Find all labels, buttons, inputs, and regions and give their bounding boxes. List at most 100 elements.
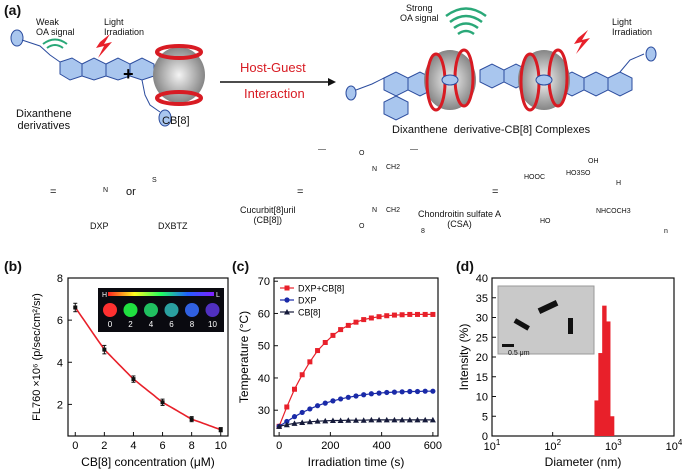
data-point	[322, 400, 328, 406]
data-point	[189, 417, 194, 422]
data-point	[353, 393, 359, 399]
data-point	[407, 388, 413, 395]
plus-sign: +	[123, 64, 134, 84]
data-point	[353, 319, 359, 325]
data-point	[345, 322, 351, 328]
inset-tick-label: 6	[169, 320, 174, 329]
data-point	[338, 396, 344, 402]
glycoluril-subscript-8: 8	[421, 228, 425, 235]
csa-oh: OH	[588, 158, 599, 165]
tem-inset	[497, 285, 595, 355]
y-tick-label: 25	[476, 332, 488, 344]
data-point	[399, 312, 405, 318]
y-tick-label: 10	[476, 392, 488, 404]
y-tick-label: 4	[57, 357, 63, 369]
plot-frame	[273, 277, 439, 437]
data-point	[353, 417, 359, 423]
fluorescence-well	[185, 303, 199, 317]
data-point	[414, 388, 421, 395]
x-axis-label: Irradiation time (s)	[308, 455, 405, 469]
data-point	[368, 391, 374, 397]
glycoluril-ch2-2: CH2	[386, 207, 401, 214]
legend-marker	[284, 285, 290, 291]
x-axis-label: CB[8] concentration (μM)	[81, 455, 215, 469]
csa-ho3so: HO3SO	[566, 170, 591, 177]
panel-a-illustration: +	[10, 7, 657, 150]
data-point	[314, 403, 321, 409]
csa-ho: HO	[540, 218, 551, 225]
dxp-label: DXP	[90, 221, 109, 231]
equals-sign-1: =	[50, 186, 57, 198]
data-point	[329, 417, 336, 424]
inset-tick-label: 4	[149, 320, 154, 329]
strong-signal-wave-icon	[445, 7, 487, 36]
data-point	[283, 421, 290, 428]
light-irradiation-right: Light Irradiation	[612, 17, 653, 37]
data-point	[422, 416, 429, 423]
panel-c-label: (c)	[232, 258, 250, 274]
y-tick-label: 30	[476, 313, 488, 325]
legend-label: CB[8]	[298, 308, 321, 318]
legend-label: DXP+CB[8]	[298, 284, 344, 294]
lightning-icon-right	[574, 30, 590, 54]
data-point	[422, 311, 428, 317]
legend-marker	[284, 309, 290, 315]
x-tick-label: 4	[130, 440, 136, 452]
weak-signal-label: Weak OA signal	[36, 17, 75, 37]
data-point	[407, 311, 413, 317]
y-tick-label: 70	[258, 276, 270, 288]
data-point	[284, 418, 290, 425]
data-point	[307, 406, 313, 412]
data-point	[338, 327, 344, 333]
histogram-bar	[602, 305, 607, 436]
lightning-icon-left	[96, 34, 112, 58]
data-point	[384, 389, 390, 396]
data-point	[361, 317, 367, 323]
data-point	[399, 389, 405, 395]
csa-label: Chondroitin sulfate A (CSA)	[418, 209, 502, 229]
inset-l-label: L	[216, 292, 220, 299]
nanorod	[513, 318, 530, 331]
y-tick-label: 2	[57, 399, 63, 411]
arrow-label-top: Host-Guest	[240, 60, 306, 75]
csa-h: H	[616, 180, 622, 187]
inset-h-label: H	[102, 292, 108, 299]
data-point	[361, 392, 367, 398]
data-point	[299, 409, 305, 416]
data-point	[291, 414, 298, 420]
y-tick-label: 20	[476, 352, 488, 364]
weak-signal-wave-icon	[42, 38, 68, 49]
y-tick-label: 40	[476, 273, 488, 285]
complex-label: Dixanthene derivative-CB[8] Complexes	[392, 124, 591, 136]
x-tick-label: 200	[321, 440, 339, 452]
reaction-arrow	[220, 78, 336, 86]
series-1	[276, 388, 436, 429]
arrow-label-bottom: Interaction	[244, 86, 305, 101]
data-point	[384, 313, 390, 319]
csa-subscript-n: n	[664, 228, 668, 235]
data-point	[291, 420, 298, 426]
histogram-bar	[606, 321, 611, 436]
complex-molecules-right	[345, 46, 657, 121]
x-tick-label: 0	[276, 440, 282, 452]
glycoluril-n-2: N	[372, 207, 378, 214]
dxp-n-atom: N	[103, 187, 109, 194]
y-axis-label: Temperature (°C)	[237, 311, 251, 403]
data-point	[218, 427, 223, 432]
data-point	[376, 314, 382, 320]
fluorescence-well	[103, 303, 117, 317]
x-tick-label: 400	[372, 440, 390, 452]
glycoluril-ch2-1: CH2	[386, 164, 401, 171]
strong-signal-label: Strong OA signal	[400, 3, 439, 23]
data-point	[73, 305, 78, 310]
data-point	[360, 417, 367, 423]
data-point	[102, 347, 107, 352]
dxbtz-label: DXBTZ	[158, 221, 188, 231]
x-tick-label: 103	[605, 438, 622, 453]
data-point	[345, 417, 352, 423]
light-irradiation-left: Light Irradiation	[104, 17, 145, 37]
data-point	[299, 372, 305, 378]
data-point	[322, 417, 329, 424]
